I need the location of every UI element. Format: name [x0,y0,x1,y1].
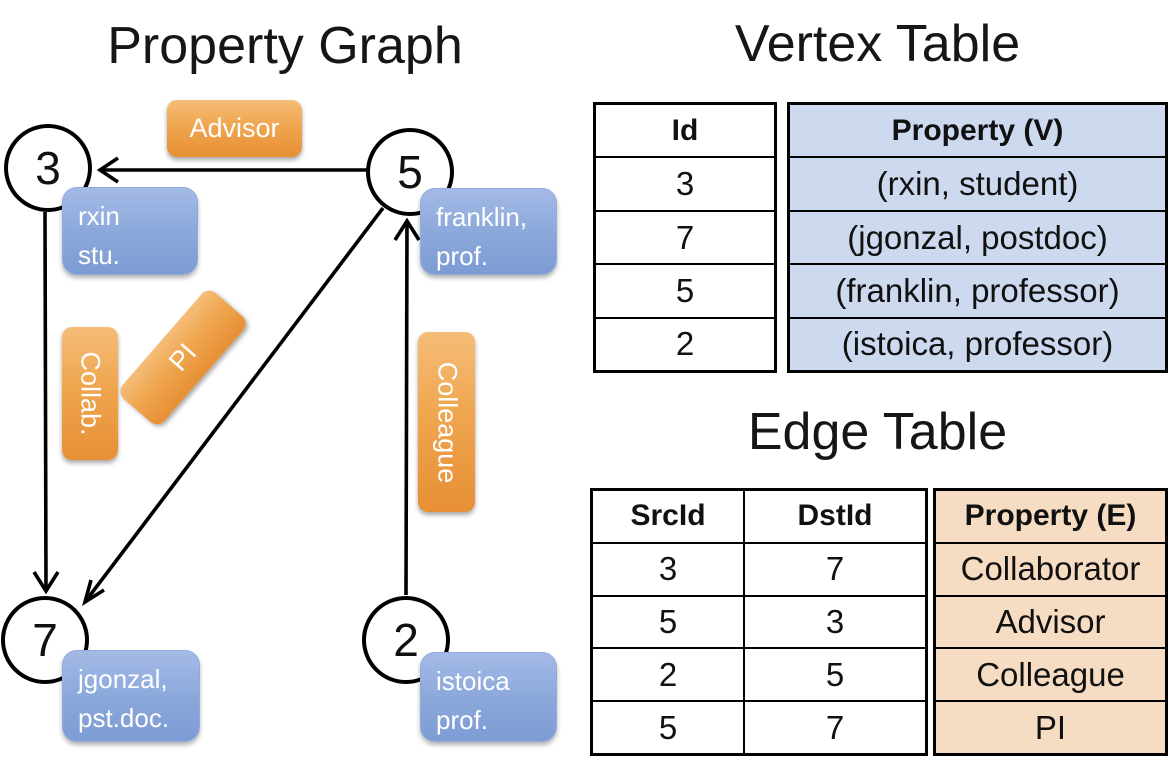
edge-pi-5-to-7 [82,206,385,606]
vertex-table-id-cell: 7 [596,209,774,263]
vertex-table-property-header: Property (V) [790,105,1165,157]
edge-table-row: 5 7 [593,700,925,753]
edge-table-src-cell: 5 [658,602,678,640]
edge-table-property-header: Property (E) [936,491,1165,542]
vertex-label-rxin-line2: stu. [78,240,120,270]
edge-label-advisor-text: Advisor [189,113,280,143]
edge-table-row: 3 7 [593,541,925,595]
vertex-table-title: Vertex Table [734,15,1021,73]
vertex-table-id-cell: 2 [596,316,774,370]
edge-table-dst-cell: 7 [743,543,925,595]
vertex-label-istoica-line2: prof. [436,705,489,735]
edge-table-property-cell: Collaborator [936,541,1165,595]
edge-label-pi-text: PI [162,337,203,377]
vertex-label-istoica: istoica prof. [420,652,557,742]
edge-advisor-5-to-3 [96,156,367,184]
edge-label-collab: Collab. [62,327,118,460]
vertex-label-jgonzal-line2: pst.doc. [78,703,170,733]
edge-table-dst-cell: 7 [743,702,925,753]
edge-table-property-column: Property (E) Collaborator Advisor Collea… [933,488,1168,756]
graph-node-2: 2 [362,596,450,684]
vertex-table-property-cell: (franklin, professor) [790,263,1165,317]
edge-table-dst-header: DstId [743,491,925,542]
vertex-label-rxin: rxin stu. [62,187,198,275]
edge-table-property-cell: Advisor [936,594,1165,648]
edge-table-property-cell: Colleague [936,647,1165,701]
edge-colleague-2-to-5 [393,217,421,596]
edge-label-advisor: Advisor [167,100,302,157]
vertex-label-jgonzal-line1: jgonzal, [78,664,168,694]
edge-table-header-row: SrcId DstId [593,491,925,542]
property-graph-title: Property Graph [107,17,463,75]
edge-table-src-cell: 2 [658,655,678,693]
edge-table-row: 5 3 [593,594,925,648]
edge-table-dst-cell: 3 [743,596,925,648]
edge-label-collab-text: Collab. [75,351,106,436]
vertex-label-jgonzal: jgonzal, pst.doc. [62,650,200,742]
vertex-label-istoica-line1: istoica [436,666,510,696]
vertex-table-id-cell: 5 [596,263,774,316]
edge-table-title: Edge Table [747,403,1008,461]
edge-label-colleague-text: Colleague [432,361,462,483]
vertex-table-id-cell: 3 [596,156,774,209]
vertex-label-franklin: franklin, prof. [420,188,557,275]
edge-label-colleague: Colleague [418,332,475,512]
vertex-table-id-column: Id 3 7 5 2 [593,102,777,373]
vertex-table-property-column: Property (V) (rxin, student) (jgonzal, p… [787,102,1168,373]
edge-table-dst-cell: 5 [743,649,925,701]
vertex-table-property-cell: (jgonzal, postdoc) [790,209,1165,264]
edge-table-src-header: SrcId [630,499,706,533]
vertex-table-id-header: Id [671,113,699,147]
graph-edges [32,156,421,606]
vertex-label-franklin-line1: franklin, [436,202,528,232]
vertex-table-property-cell: (istoica, professor) [790,316,1165,371]
edge-table-id-columns: SrcId DstId 3 7 5 3 2 5 5 7 [590,488,928,756]
vertex-label-franklin-line2: prof. [436,241,489,271]
edge-table-row: 2 5 [593,647,925,701]
edge-collaborator-3-to-7 [32,211,60,595]
vertex-label-rxin-line1: rxin [78,201,120,231]
edge-table-src-cell: 3 [658,550,678,588]
edge-table-property-cell: PI [936,700,1165,753]
vertex-table-property-cell: (rxin, student) [790,156,1165,210]
edge-table-src-cell: 5 [658,708,678,746]
